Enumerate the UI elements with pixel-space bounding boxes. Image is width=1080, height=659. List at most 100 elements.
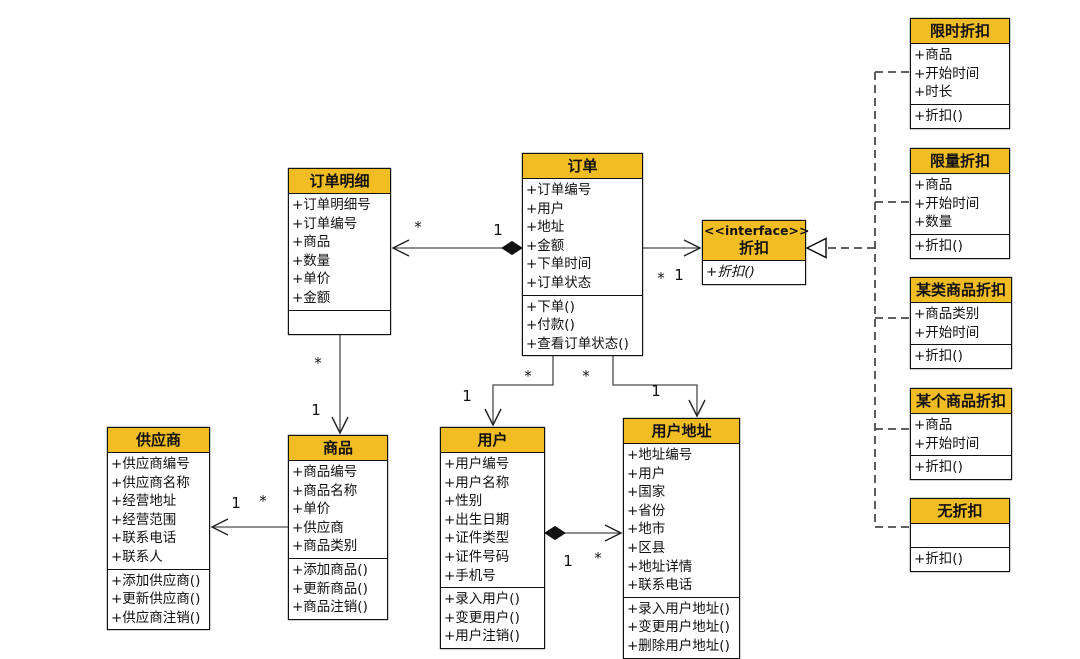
method: +折扣() xyxy=(914,107,963,124)
methods-compartment: +折扣() xyxy=(703,261,805,284)
attributes-compartment: +商品编号+商品名称+单价+供应商+商品类别 xyxy=(289,461,387,559)
attribute: +省份 xyxy=(627,502,666,519)
attributes-compartment: +商品+开始时间 xyxy=(911,414,1011,457)
multiplicity-label: 1 xyxy=(311,401,321,419)
composition-diamond-icon xyxy=(501,240,523,256)
attribute: +开始时间 xyxy=(914,195,980,212)
attribute: +用户 xyxy=(627,465,666,482)
class-header: 用户地址 xyxy=(624,419,739,444)
method: +折扣() xyxy=(914,459,963,476)
methods-compartment: +折扣() xyxy=(911,548,1009,571)
methods-compartment: +折扣() xyxy=(911,235,1009,258)
attribute: +订单明细号 xyxy=(292,197,371,213)
method: +商品注销() xyxy=(292,599,368,616)
attribute: +用户 xyxy=(526,200,565,217)
class-user-address: 用户地址+地址编号+用户+国家+省份+地市+区县+地址详情+联系电话+录入用户地… xyxy=(623,418,740,659)
class-product: 商品+商品编号+商品名称+单价+供应商+商品类别+添加商品()+更新商品()+商… xyxy=(288,435,388,620)
multiplicity-label: 1 xyxy=(462,387,472,405)
class-quantity-discount: 限量折扣 +商品 +开始时间 +数量 +折扣() xyxy=(910,148,1010,259)
attribute: +数量 xyxy=(292,252,331,269)
multiplicity-label: 1 xyxy=(651,382,661,400)
multiplicity-label: 1 xyxy=(493,221,503,239)
attributes-compartment: +订单明细号+订单编号+商品+数量+单价+金额 xyxy=(289,194,390,311)
attribute: +开始时间 xyxy=(914,65,980,82)
class-time-discount: 限时折扣+商品+开始时间+时长+折扣() xyxy=(910,18,1010,129)
method: +折扣() xyxy=(706,264,755,280)
attribute: +联系电话 xyxy=(627,577,693,594)
multiplicity-label: * xyxy=(657,269,665,287)
methods-compartment: +折扣() xyxy=(911,345,1011,368)
class-discount-interface: <<interface>>折扣+折扣() xyxy=(702,220,809,285)
methods-compartment: +添加商品()+更新商品()+商品注销() xyxy=(289,559,387,619)
class-header: 用户 xyxy=(441,428,544,453)
attribute: +商品 xyxy=(914,47,953,63)
attributes-compartment: +商品类别+开始时间 xyxy=(911,303,1011,346)
multiplicity-label: * xyxy=(582,367,590,385)
class-supplier: 供应商+供应商编号+供应商名称+经营地址+经营范围+联系电话+联系人+添加供应商… xyxy=(107,427,210,631)
class-name: 限时折扣 xyxy=(929,22,990,40)
class-header: 订单明细 xyxy=(289,169,390,194)
multiplicity-label: * xyxy=(259,492,267,510)
composition-diamond-icon xyxy=(544,525,566,541)
attribute: +供应商名称 xyxy=(111,474,190,491)
attributes-compartment: +地址编号+用户+国家+省份+地市+区县+地址详情+联系电话 xyxy=(624,444,739,598)
class-name: 订单 xyxy=(567,157,598,175)
attribute: +开始时间 xyxy=(914,435,980,452)
attribute: +数量 xyxy=(914,214,953,231)
class-name: 用户 xyxy=(477,431,508,449)
method: +供应商注销() xyxy=(111,609,201,626)
open-arrowhead-icon xyxy=(688,399,706,418)
class-name: 限量折扣 xyxy=(929,152,990,170)
attributes-compartment: +订单编号+用户+地址+金额+下单时间+订单状态 xyxy=(523,179,642,296)
attribute: +经营地址 xyxy=(111,493,177,510)
methods-compartment: +录入用户()+变更用户()+用户注销() xyxy=(441,588,544,648)
method: +更新商品() xyxy=(292,580,368,597)
attribute: +供应商编号 xyxy=(111,456,190,472)
class-name: 某个商品折扣 xyxy=(915,392,1006,410)
class-name: 订单明细 xyxy=(309,172,370,190)
methods-compartment: +折扣() xyxy=(911,105,1009,128)
class-header: 商品 xyxy=(289,436,387,461)
attribute: +单价 xyxy=(292,271,331,288)
class-name: 无折扣 xyxy=(937,502,983,520)
method: +录入用户地址() xyxy=(627,600,730,617)
method: +变更用户() xyxy=(444,609,520,626)
class-header: 限量折扣 xyxy=(911,149,1009,174)
multiplicity-label: * xyxy=(314,354,322,372)
class-name: 商品 xyxy=(322,439,353,457)
attribute: +商品类别 xyxy=(292,538,358,555)
edge-order-useraddress xyxy=(612,353,698,416)
attribute: +性别 xyxy=(444,493,483,510)
methods-compartment: +录入用户地址()+变更用户地址()+删除用户地址() xyxy=(624,598,739,658)
attribute: +订单状态 xyxy=(526,274,592,291)
class-header: 某类商品折扣 xyxy=(911,278,1011,303)
attributes-compartment: +商品+开始时间+时长 xyxy=(911,44,1009,105)
method: +用户注销() xyxy=(444,628,520,645)
methods-compartment: +折扣() xyxy=(911,456,1011,479)
class-header: 限时折扣 xyxy=(911,19,1009,44)
attribute: +单价 xyxy=(292,501,331,518)
class-header: 无折扣 xyxy=(911,499,1009,524)
class-user: 用户+用户编号+用户名称+性别+出生日期+证件类型+证件号码+手机号+录入用户(… xyxy=(440,427,545,649)
open-arrowhead-icon xyxy=(331,416,349,435)
attribute: +证件类型 xyxy=(444,530,510,547)
class-name: 某类商品折扣 xyxy=(915,281,1006,299)
method: +下单() xyxy=(526,298,575,315)
method: +付款() xyxy=(526,317,575,334)
attribute: +金额 xyxy=(526,237,565,254)
class-order: 订单+订单编号+用户+地址+金额+下单时间+订单状态+下单()+付款()+查看订… xyxy=(522,153,643,357)
methods-compartment: +添加供应商()+更新供应商()+供应商注销() xyxy=(108,570,209,630)
open-arrowhead-icon xyxy=(604,524,623,542)
class-no-discount: 无折扣 +折扣() xyxy=(910,498,1010,572)
attribute: +用户名称 xyxy=(444,474,510,491)
attribute: +证件号码 xyxy=(444,548,510,565)
attribute: +商品 xyxy=(914,177,953,193)
multiplicity-label: * xyxy=(414,218,422,236)
multiplicity-label: 1 xyxy=(674,266,684,284)
attribute: +订单编号 xyxy=(292,215,358,232)
attributes-compartment: +商品 +开始时间 +数量 xyxy=(911,174,1009,235)
class-header: 供应商 xyxy=(108,428,209,453)
method: +折扣() xyxy=(914,551,963,567)
